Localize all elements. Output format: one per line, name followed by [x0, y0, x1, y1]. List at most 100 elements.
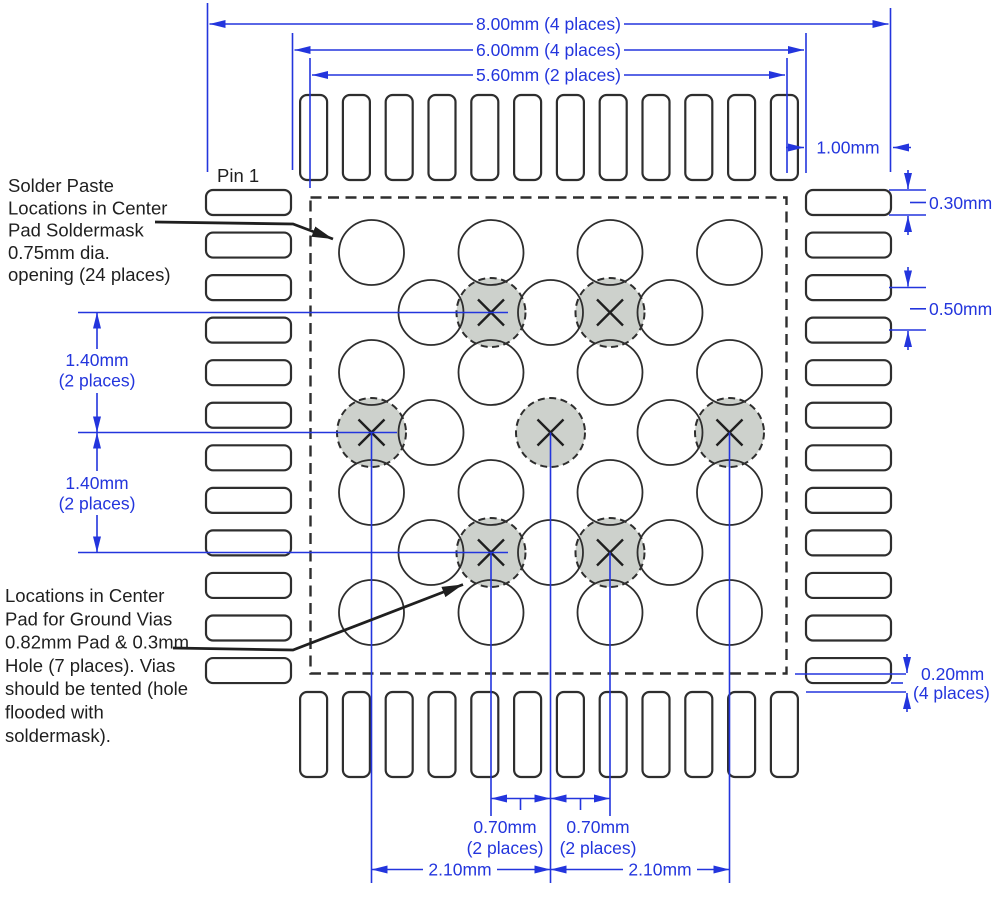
- paste-opening-circle: [457, 339, 525, 406]
- dim-via-col-left-label: 0.70mm: [473, 817, 536, 837]
- dimension-labels: 8.00mm (4 places) 6.00mm (4 places) 5.60…: [59, 14, 993, 880]
- pad-left-column: [204, 274, 293, 302]
- pad-left-column: [204, 316, 293, 344]
- solder-paste-note-line: opening (24 places): [8, 264, 171, 285]
- pad-bottom-row: [555, 690, 586, 779]
- dim-via-span-right-label: 2.10mm: [628, 860, 691, 880]
- dim-pad-gap-label: 0.20mm: [921, 664, 984, 684]
- pad-bottom-row: [427, 690, 457, 779]
- pad-top-row: [299, 93, 329, 182]
- ground-via-note-line: 0.82mm Pad & 0.3mm: [5, 632, 189, 653]
- dim-via-col-left-places-label: (2 places): [467, 838, 544, 858]
- paste-opening-circle: [636, 519, 704, 586]
- pad-bottom-row: [769, 690, 800, 779]
- perimeter-pads: [204, 93, 893, 779]
- pad-bottom-row: [341, 690, 371, 779]
- pad-bottom-row: [726, 690, 757, 779]
- solder-paste-note: Solder Paste Locations in Center Pad Sol…: [8, 175, 171, 285]
- pad-top-row: [427, 93, 457, 182]
- pad-bottom-row: [641, 690, 671, 779]
- pad-top-row: [726, 93, 757, 182]
- pad-top-row: [555, 93, 586, 182]
- pad-left-column: [204, 614, 293, 642]
- paste-opening-circle: [696, 339, 763, 406]
- solder-paste-note-line: Solder Paste: [8, 175, 114, 196]
- solder-paste-note-line: Pad Soldermask: [8, 220, 144, 241]
- dim-via-span-left-label: 2.10mm: [428, 860, 491, 880]
- ground-via-note: Locations in Center Pad for Ground Vias …: [5, 585, 189, 746]
- dim-center-pad-label: 5.60mm (2 places): [476, 65, 621, 85]
- dim-pad-length-label: 1.00mm: [816, 138, 879, 158]
- pad-top-row: [384, 93, 414, 182]
- dim-pad-gap-places-label: (4 places): [913, 683, 990, 703]
- center-pad-outline: [309, 196, 788, 675]
- pad-top-row: [470, 93, 500, 182]
- paste-opening-circle: [636, 279, 704, 346]
- pad-right-column: [804, 529, 893, 557]
- pin1-label: Pin 1: [217, 165, 259, 186]
- via-x-marker: [596, 298, 624, 327]
- pad-bottom-row: [684, 690, 714, 779]
- pad-right-column: [804, 231, 893, 259]
- paste-opening-circle: [397, 399, 465, 466]
- dim-via-row-lower-label: 1.40mm: [65, 473, 128, 493]
- pad-top-row: [641, 93, 671, 182]
- pad-right-column: [804, 656, 893, 685]
- pad-left-column: [204, 486, 293, 514]
- pad-top-row: [684, 93, 714, 182]
- paste-opening-circle: [517, 279, 584, 346]
- pad-top-row: [769, 93, 800, 182]
- pad-left-column: [204, 656, 293, 685]
- pad-right-column: [804, 401, 893, 429]
- pad-bottom-row: [384, 690, 414, 779]
- dim-inner-label: 6.00mm (4 places): [476, 40, 621, 60]
- paste-opening-circle: [338, 339, 405, 406]
- ground-via-note-line: Hole (7 places). Vias: [5, 655, 175, 676]
- dim-pad-width-label: 0.30mm: [929, 193, 992, 213]
- solder-paste-note-line: Locations in Center: [8, 197, 167, 218]
- pad-right-column: [804, 486, 893, 514]
- dim-pad-pitch-label: 0.50mm: [929, 299, 992, 319]
- ground-via-note-line: soldermask).: [5, 725, 111, 746]
- ground-via-note-line: flooded with: [5, 702, 104, 723]
- pad-right-column: [804, 359, 893, 387]
- pad-left-column: [204, 359, 293, 387]
- pad-right-column: [804, 444, 893, 472]
- ground-via-leader-arrow: [172, 583, 464, 652]
- pad-right-column: [804, 571, 893, 600]
- dim-via-row-lower-places-label: (2 places): [59, 494, 136, 514]
- dim-via-row-upper-places-label: (2 places): [59, 371, 136, 391]
- pad-bottom-row: [598, 690, 628, 779]
- pad-bottom-row: [470, 690, 500, 779]
- paste-opening-circle: [576, 219, 644, 286]
- pad-top-row: [512, 93, 543, 182]
- dim-overall-label: 8.00mm (4 places): [476, 14, 621, 34]
- paste-opening-circle: [457, 219, 525, 286]
- pad-bottom-row: [299, 690, 329, 779]
- pad-bottom-row: [512, 690, 543, 779]
- pad-right-column: [804, 274, 893, 302]
- ground-via-note-line: Pad for Ground Vias: [5, 608, 172, 629]
- dim-via-col-right-places-label: (2 places): [560, 838, 637, 858]
- paste-opening-circle: [636, 399, 704, 466]
- label-backgrounds: [50, 14, 697, 879]
- pad-top-row: [341, 93, 371, 182]
- dim-via-row-upper-label: 1.40mm: [65, 350, 128, 370]
- pad-left-column: [204, 188, 293, 217]
- paste-opening-circle: [576, 339, 644, 406]
- pad-left-column: [204, 571, 293, 600]
- paste-opening-circle: [696, 219, 763, 286]
- pad-left-column: [204, 444, 293, 472]
- leader-arrows: [154, 220, 464, 652]
- pad-left-column: [204, 401, 293, 429]
- dim-via-col-right-label: 0.70mm: [566, 817, 629, 837]
- solder-paste-openings: [338, 219, 763, 646]
- solder-paste-note-line: 0.75mm dia.: [8, 242, 110, 263]
- annotations: Pin 1 Solder Paste Locations in Center P…: [5, 165, 259, 746]
- ground-via-note-line: Locations in Center: [5, 585, 164, 606]
- solder-paste-leader-arrow: [154, 220, 334, 241]
- ground-via-note-line: should be tented (hole: [5, 678, 188, 699]
- pad-right-column: [804, 614, 893, 642]
- pad-left-column: [204, 529, 293, 557]
